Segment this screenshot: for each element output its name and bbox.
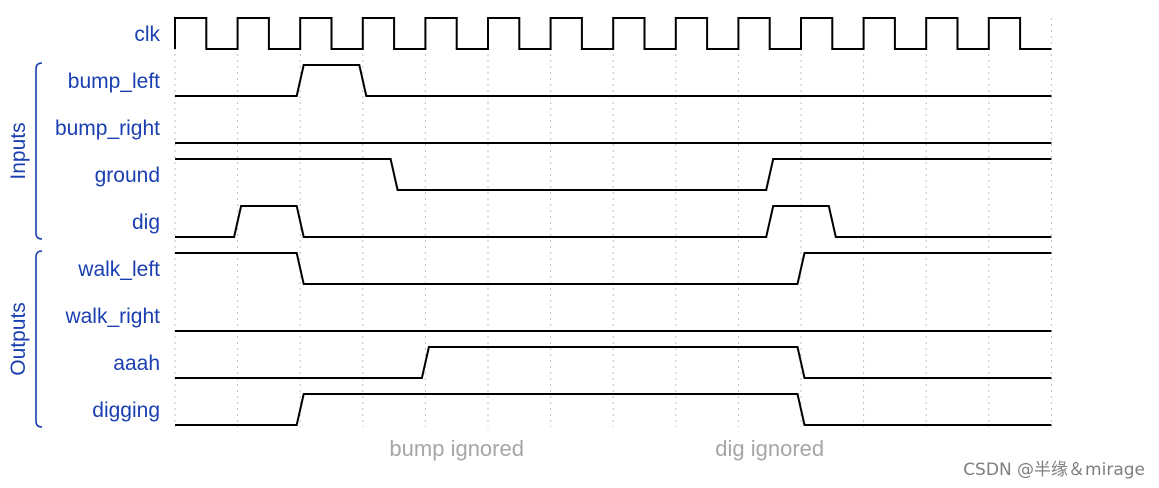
signal-label-ground: ground (95, 164, 160, 187)
waveform-dig (175, 205, 1052, 238)
waveform-aaah (175, 346, 1052, 379)
group-brace-outputs (35, 250, 43, 428)
group-label-inputs: Inputs (7, 122, 30, 179)
signal-label-bump-left: bump_left (68, 70, 160, 93)
group-label-outputs: Outputs (7, 302, 30, 376)
waveform-digging (175, 393, 1052, 426)
group-brace-inputs (35, 62, 43, 240)
watermark: CSDN @半缘＆mirage (963, 460, 1145, 480)
signal-label-walk-left: walk_left (77, 258, 160, 281)
signal-label-digging: digging (92, 399, 160, 422)
signal-label-walk-right: walk_right (64, 305, 160, 328)
waveform-bump-left (175, 64, 1052, 97)
waveform-layer (174, 17, 1052, 426)
signal-label-clk: clk (134, 23, 160, 46)
signal-label-aaah: aaah (113, 352, 160, 375)
signal-label-dig: dig (132, 211, 160, 234)
annotation-label: dig ignored (715, 436, 824, 461)
waveform-clk (174, 17, 1052, 50)
annotation-layer: bump ignored dig ignored (389, 436, 824, 461)
signal-label-bump-right: bump_right (55, 117, 160, 140)
waveform-walk-left (175, 252, 1052, 285)
annotation-label: bump ignored (389, 436, 524, 461)
waveform-ground (175, 158, 1052, 191)
grid-layer (174, 18, 1052, 427)
